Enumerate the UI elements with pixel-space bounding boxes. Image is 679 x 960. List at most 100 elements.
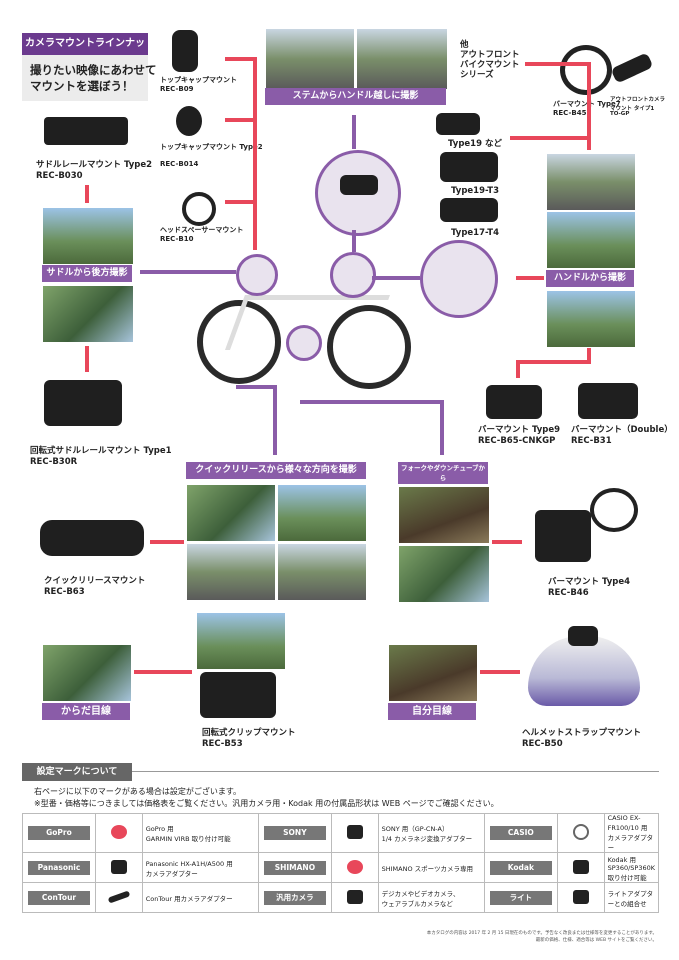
stem-photo-2: [356, 28, 448, 90]
head-spacer-code: REC-B10: [160, 235, 194, 243]
footer-line-1: 本カタログの内容は 2017 年 2 月 15 日現在のものです。予告なく改良ま…: [426, 931, 657, 936]
type17-t4-label: Type17-T4: [451, 228, 499, 238]
gopro-adapter-icon: [110, 825, 127, 839]
connector-headspacer: [225, 200, 257, 204]
quick-release-name: クイックリリースマウント: [44, 576, 146, 586]
lead-text: 撮りたい映像にあわせて マウントを選ぼう！: [30, 62, 157, 94]
outfront-line-1: 他: [460, 40, 469, 50]
banner-fork: フォークやダウンチューブから ローアングル撮影: [398, 462, 488, 492]
outfront-cam-name: アウトフロントカメラマウント タイプ1: [610, 97, 666, 112]
generic-camera-text-2: ウェアラブルカメラなど: [381, 899, 453, 908]
banner-handle: ハンドルから撮影: [546, 270, 634, 287]
light-adapter-icon: [572, 889, 589, 904]
connector-handle: [372, 276, 420, 280]
connector-qr-down: [273, 385, 277, 455]
rot-saddle-rail1-code: REC-B30R: [30, 457, 78, 467]
head-spacer-image: [182, 192, 216, 226]
top-cap-name: トップキャップマウント: [160, 76, 237, 84]
connector-topcap: [225, 57, 257, 61]
top-cap2-name: トップキャップマウント Type2: [160, 143, 263, 151]
saddle-rail2-image: [44, 117, 128, 145]
detail-circle-fork: [286, 325, 322, 361]
light-text-1: ライトアダプターとの組合せ: [607, 889, 654, 908]
bar-type4-image: [535, 510, 591, 562]
handle-photo-3: [546, 290, 636, 348]
bar-type9-name: バーマウント Type9: [478, 425, 561, 435]
connector-qr-across: [236, 385, 276, 389]
contour-adapter-icon: [107, 889, 131, 904]
type19-label: Type19 など: [448, 139, 502, 149]
arrow-body-view: [134, 670, 192, 674]
handle-photo-2: [546, 211, 636, 269]
arrow-handle: [516, 276, 544, 280]
fork-photo-2: [398, 545, 490, 603]
self-view-photo: [388, 644, 478, 702]
bar-type7-code: REC-B45: [553, 109, 587, 117]
saddle-photo-1: [42, 207, 134, 265]
settings-intro-1: 右ページに以下のマークがある場合は設定がございます。: [34, 787, 242, 796]
gopro-text-1: GoPro 用: [145, 825, 174, 833]
badge-kodak: Kodak: [489, 860, 552, 875]
connector-handle-across: [516, 360, 591, 364]
bar-type4-ring: [590, 488, 638, 532]
sony-text-2: 1/4 カメラネジ変換アダプター: [381, 835, 473, 843]
banner-fork-line-1: フォークやダウンチューブから: [400, 464, 486, 482]
head-spacer-name: ヘッドスペーサーマウント: [160, 226, 244, 234]
bar-type9-code: REC-B65-CNKGP: [478, 436, 556, 446]
lead-line-1: 撮りたい映像にあわせて: [30, 63, 157, 77]
badge-generic-camera: 汎用カメラ: [263, 890, 326, 905]
gopro-text-2: GARMIN VIRB 取り付け可能: [145, 835, 231, 843]
saddle-rail2-code: REC-B030: [36, 171, 83, 181]
stem-photo-1: [265, 28, 355, 90]
rot-clip-code: REC-B53: [202, 739, 243, 749]
saddle-rail2-name: サドルレールマウント Type2: [36, 160, 153, 170]
bar-type9-image: [486, 385, 542, 419]
fork-photo-1: [398, 486, 490, 544]
badge-gopro: GoPro: [27, 826, 90, 840]
connector-saddle-left: [140, 270, 236, 274]
connector-stem-left: [253, 57, 257, 250]
footer-line-2: 最新の価格、仕様、適合等は WEB サイトをご覧ください。: [535, 938, 657, 943]
badge-shimano: SHIMANO: [263, 860, 326, 875]
bar-double-image: [578, 383, 638, 419]
sony-text-1: SONY 用（GP-CN-A）: [381, 825, 449, 833]
kodak-text-2: SP360/SP360K 取り付け可能: [607, 863, 655, 882]
sony-adapter-icon: [346, 825, 363, 839]
rot-saddle-rail1-name: 回転式サドルレールマウント Type1: [30, 446, 172, 456]
clip-photo: [196, 612, 286, 670]
stem-detail-image: [340, 175, 378, 195]
quick-release-code: REC-B63: [44, 587, 85, 597]
connector-handle-down: [587, 348, 591, 362]
table-row: GoPro GoPro 用 GARMIN VIRB 取り付け可能 SONY SON…: [22, 813, 660, 853]
detail-circle-handle: [420, 240, 498, 318]
top-cap2-image: [176, 106, 202, 136]
banner-saddle: サドルから後方撮影: [42, 265, 132, 282]
connector-fork-across: [300, 400, 442, 404]
top-cap-mount-image: [172, 30, 198, 72]
badge-sony: SONY: [263, 826, 326, 840]
table-row: Panasonic Panasonic HX-A1H/A500 用カメラアダプタ…: [22, 852, 660, 883]
detail-circle-head: [330, 252, 376, 298]
outfront-line-2: アウトフロント: [460, 50, 520, 60]
settings-mark-table: GoPro GoPro 用 GARMIN VIRB 取り付け可能 SONY SON…: [22, 813, 660, 913]
bar-type4-name: バーマウント Type4: [548, 577, 631, 587]
arrow-down-saddle: [85, 346, 89, 372]
connector-fork-down: [440, 400, 444, 455]
connector-stem-down: [352, 230, 356, 252]
type19-image: [436, 113, 480, 135]
helmet-strap-code: REC-B50: [522, 739, 563, 749]
type17-t4-image: [440, 198, 498, 222]
panasonic-text-1: Panasonic HX-A1H/A500 用: [145, 859, 233, 868]
arrow-self-view: [480, 670, 520, 674]
outfront-cam-code: TO-GP: [610, 111, 630, 117]
settings-title: 設定マークについて: [22, 763, 132, 781]
qr-photo-4: [277, 543, 367, 601]
qr-photo-2: [277, 484, 367, 542]
shimano-adapter-icon: [346, 859, 363, 874]
helmet-image: [528, 636, 640, 706]
saddle-photo-2: [42, 285, 134, 343]
connector-topcap2: [225, 118, 257, 122]
casio-text-1: CASIO EX-FR100/10 用: [607, 814, 648, 832]
lead-line-2: マウントを選ぼう！: [30, 79, 134, 93]
generic-camera-text-1: デジカメやビデオカメラ、: [381, 889, 460, 898]
